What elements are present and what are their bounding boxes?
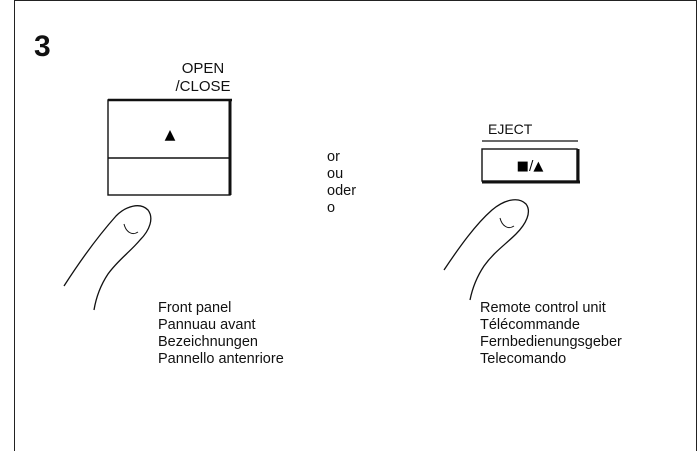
caption-front-it: Pannello antenriore [158, 351, 284, 368]
alt-en: or [327, 149, 356, 166]
caption-remote-de: Fernbedienungsgeber [480, 334, 622, 351]
caption-remote-fr: Télécommande [480, 317, 622, 334]
stop-eject-symbol-icon: ■/▲ [517, 159, 544, 174]
eject-symbol-icon: ▲ [165, 127, 176, 143]
remote-caption: Remote control unit Télécommande Fernbed… [480, 300, 622, 368]
alternatives-list: or ou oder o [327, 149, 356, 217]
caption-remote-it: Telecomando [480, 351, 622, 368]
finger-front-nail [124, 224, 138, 234]
finger-remote-nail [500, 218, 514, 228]
alt-de: oder [327, 183, 356, 200]
caption-front-de: Bezeichnungen [158, 334, 284, 351]
caption-front-fr: Pannuau avant [158, 317, 284, 334]
front-panel-button [108, 100, 232, 195]
alt-fr: ou [327, 166, 356, 183]
finger-remote-icon [444, 200, 528, 300]
eject-label: EJECT [488, 121, 532, 137]
finger-front-icon [64, 206, 151, 310]
caption-remote-en: Remote control unit [480, 300, 622, 317]
alt-it: o [327, 200, 356, 217]
caption-front-en: Front panel [158, 300, 284, 317]
front-panel-caption: Front panel Pannuau avant Bezeichnungen … [158, 300, 284, 368]
